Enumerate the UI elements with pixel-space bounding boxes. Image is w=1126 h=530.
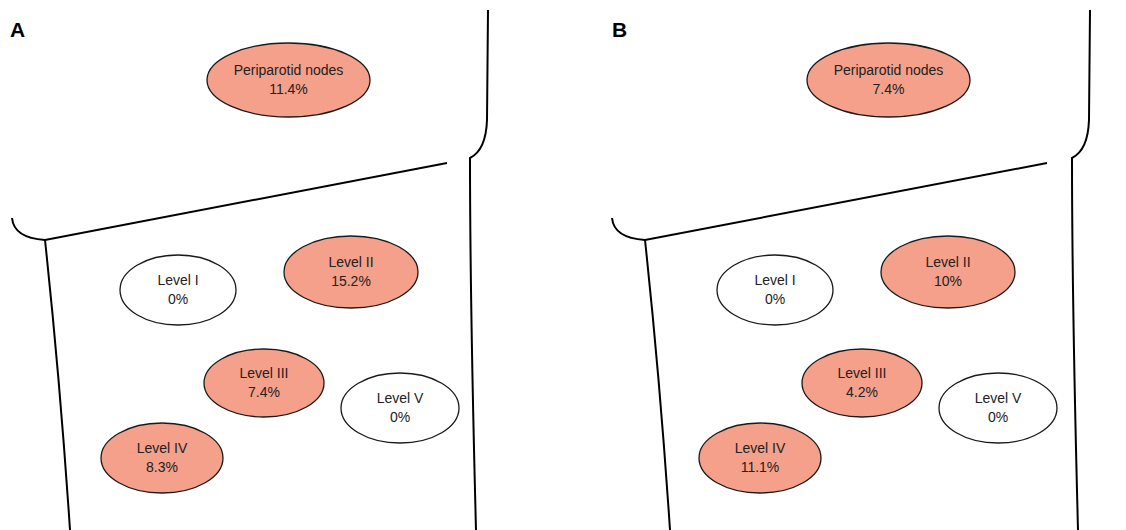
node-name: Level I [754, 271, 795, 290]
lymph-node-ellipse: Level III7.4% [203, 348, 325, 418]
ellipse-outline [716, 254, 834, 326]
ellipse-shape [881, 236, 1015, 308]
ellipse-outline [880, 235, 1016, 309]
ellipse-shape [207, 43, 370, 117]
node-percentage: 0% [168, 290, 188, 309]
node-percentage: 7.4% [248, 383, 280, 402]
node-percentage: 0% [988, 408, 1008, 427]
node-name: Level III [239, 364, 288, 383]
node-name: Level II [328, 253, 373, 272]
face-right [1072, 10, 1090, 530]
ellipse-outline [100, 422, 224, 494]
lymph-node-ellipse: Level I0% [119, 254, 237, 326]
jaw-line [12, 163, 447, 240]
neck-left [45, 240, 70, 530]
node-name: Level IV [735, 439, 786, 458]
lymph-node-ellipse: Level V0% [340, 372, 460, 444]
node-percentage: 11.1% [741, 458, 780, 477]
ellipse-shape [699, 423, 821, 493]
node-name: Periparotid nodes [234, 61, 344, 80]
node-name: Level V [975, 389, 1022, 408]
ellipse-shape [284, 236, 418, 308]
ellipse-outline [283, 235, 419, 309]
ellipse-shape [717, 255, 833, 325]
ellipse-outline [203, 348, 325, 418]
ellipse-shape [802, 349, 922, 417]
node-percentage: 0% [390, 408, 410, 427]
ellipse-shape [807, 43, 970, 117]
lymph-node-ellipse: Level II10% [880, 235, 1016, 309]
panel-letter: B [612, 18, 627, 42]
node-name: Level III [837, 364, 886, 383]
node-percentage: 15.2% [331, 272, 371, 291]
ellipse-shape [204, 349, 324, 417]
lymph-node-ellipse: Level IV11.1% [698, 422, 822, 494]
ellipse-outline [698, 422, 822, 494]
ellipse-outline [938, 372, 1058, 444]
lymph-node-ellipse: Level III4.2% [801, 348, 923, 418]
node-percentage: 10% [934, 272, 962, 291]
lymph-node-ellipse: Periparotid nodes11.4% [206, 42, 371, 118]
ellipse-shape [120, 255, 236, 325]
ellipse-outline [806, 42, 971, 118]
lymph-node-ellipse: Periparotid nodes7.4% [806, 42, 971, 118]
neck-left [645, 240, 670, 530]
panel-letter: A [10, 18, 25, 42]
lymph-node-ellipse: Level V0% [938, 372, 1058, 444]
node-percentage: 4.2% [846, 383, 878, 402]
node-name: Level II [925, 253, 970, 272]
node-percentage: 7.4% [873, 80, 905, 99]
node-percentage: 8.3% [146, 458, 178, 477]
ellipse-outline [801, 348, 923, 418]
node-name: Level IV [137, 439, 188, 458]
node-name: Periparotid nodes [834, 61, 944, 80]
node-percentage: 0% [765, 290, 785, 309]
ellipse-shape [939, 373, 1057, 443]
lymph-node-ellipse: Level II15.2% [283, 235, 419, 309]
node-name: Level V [377, 389, 424, 408]
node-percentage: 11.4% [269, 80, 308, 99]
ellipse-shape [101, 423, 223, 493]
lymph-node-ellipse: Level I0% [716, 254, 834, 326]
face-right [470, 10, 488, 530]
ellipse-shape [341, 373, 459, 443]
ellipse-outline [119, 254, 237, 326]
ellipse-outline [206, 42, 371, 118]
lymph-node-ellipse: Level IV8.3% [100, 422, 224, 494]
node-name: Level I [157, 271, 198, 290]
jaw-line [612, 163, 1047, 240]
ellipse-outline [340, 372, 460, 444]
